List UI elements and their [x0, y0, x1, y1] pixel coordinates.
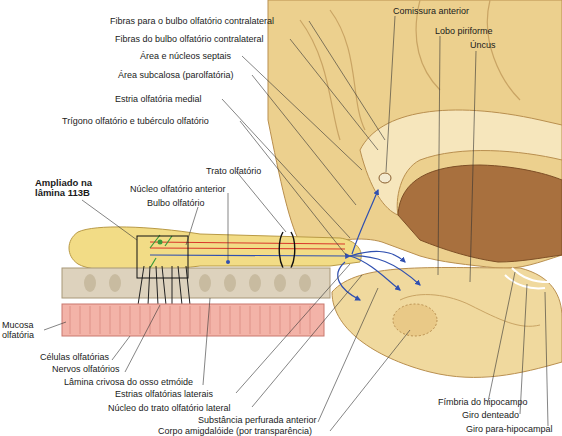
- part-label: Mucosa olfatória: [2, 320, 50, 340]
- part-label: Núcleo olfatório anterior: [130, 184, 226, 194]
- part-label: Giro denteado: [462, 410, 519, 420]
- part-label: Fibras do bulbo olfatório contralateral: [115, 34, 264, 44]
- part-label: Lâmina crivosa do osso etmóide: [64, 377, 193, 387]
- part-label: Área subcalosa (parolfatória): [118, 70, 234, 80]
- part-label: Comissura anterior: [393, 6, 469, 16]
- part-label: Fímbria do hipocampo: [438, 397, 528, 407]
- part-label: Úncus: [470, 40, 496, 50]
- part-label: Trígono olfatório e tubérculo olfatório: [62, 116, 209, 126]
- part-label: Trato olfatório: [206, 166, 261, 176]
- part-label: Fibras para o bulbo olfatório contralate…: [110, 16, 274, 26]
- part-label: Nervos olfatórios: [52, 364, 120, 374]
- part-label: Estrias olfatórias laterais: [115, 389, 213, 399]
- part-label: Núcleo do trato olfatório lateral: [108, 403, 231, 413]
- part-label: Ampliado na lâmina 113B: [35, 178, 105, 198]
- part-label: Substância perfurada anterior: [198, 415, 317, 425]
- part-label: Lobo piriforme: [435, 26, 493, 36]
- part-label: Área e núcleos septais: [140, 51, 231, 61]
- part-label: Corpo amigdalóide (por transparência): [158, 426, 312, 436]
- part-label: Bulbo olfatório: [147, 198, 205, 208]
- part-label: Estria olfatória medial: [115, 94, 202, 104]
- part-label: Giro para-hipocampal: [466, 424, 553, 434]
- part-label: Células olfatórias: [40, 352, 109, 362]
